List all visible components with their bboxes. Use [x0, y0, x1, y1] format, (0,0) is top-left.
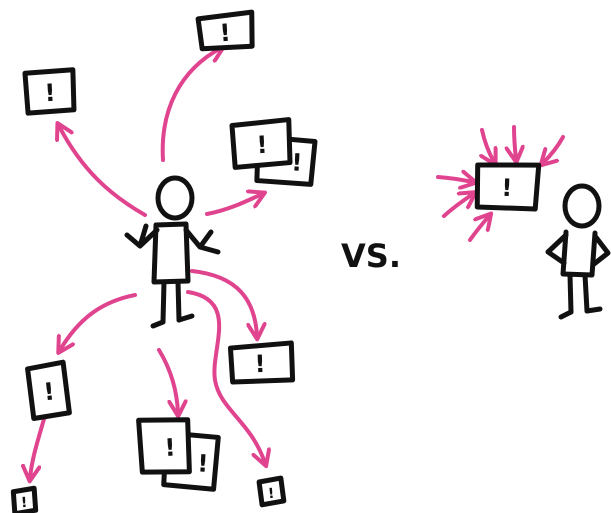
hands-on-hips-person — [545, 183, 611, 320]
notification-note: ! — [195, 9, 255, 52]
person-feet — [150, 313, 195, 329]
svg-text:!: ! — [164, 433, 176, 462]
person-legs — [567, 272, 590, 315]
notification-note: ! — [25, 359, 72, 422]
svg-text:!: ! — [219, 19, 232, 48]
vs-label: VS. — [341, 237, 401, 275]
incoming-arrows — [436, 125, 565, 242]
person-right-arm — [183, 227, 221, 255]
arrow-to-top-left-note — [59, 126, 147, 217]
svg-text:!: ! — [20, 495, 27, 511]
person-right-arm — [591, 233, 611, 267]
person-legs — [160, 279, 182, 325]
outgoing-arrows — [30, 48, 265, 478]
notification-note: ! — [22, 67, 77, 116]
arrow-to-small-bottom-note — [186, 290, 265, 463]
svg-text:!: ! — [267, 486, 275, 502]
incoming-arrow — [543, 135, 565, 163]
svg-text:!: ! — [254, 350, 266, 378]
person-body — [151, 221, 191, 285]
incoming-arrow — [436, 177, 473, 182]
svg-text:!: ! — [42, 377, 56, 406]
arrow-to-stacked-notes-right — [205, 194, 262, 216]
notification-note: ! — [256, 475, 287, 508]
svg-text:!: ! — [44, 79, 56, 108]
shrugging-person — [124, 175, 221, 329]
incoming-arrow — [514, 125, 516, 159]
arrow-to-top-center-note — [160, 48, 221, 162]
notification-note: ! — [10, 485, 39, 513]
arrow-to-bottom-stacked-notes — [157, 348, 178, 413]
notification-note: ! — [227, 340, 296, 385]
focused-notification-note: ! — [474, 162, 542, 212]
person-feet — [558, 306, 603, 320]
svg-text:!: ! — [501, 174, 513, 202]
incoming-arrow — [482, 128, 494, 162]
arrow-to-lower-left-note — [60, 293, 137, 350]
stacked-notification-notes: ! ! — [136, 417, 221, 492]
person-head — [562, 183, 602, 229]
person-body — [560, 229, 598, 278]
incoming-arrow — [468, 216, 489, 242]
focused-attention-scene: ! — [436, 125, 611, 320]
stacked-notification-notes: ! ! — [229, 117, 318, 187]
person-left-arm — [545, 232, 569, 266]
arrow-to-tiny-bottom-left-note — [30, 417, 46, 478]
svg-text:!: ! — [256, 131, 268, 160]
scattered-attention-scene: ! ! ! ! ! ! ! — [10, 9, 318, 513]
person-head — [155, 175, 195, 221]
person-left-arm — [124, 223, 160, 249]
incoming-arrow — [442, 194, 473, 218]
svg-text:!: ! — [291, 148, 303, 177]
svg-text:!: ! — [197, 449, 209, 478]
arrow-to-middle-right-note — [190, 269, 257, 336]
